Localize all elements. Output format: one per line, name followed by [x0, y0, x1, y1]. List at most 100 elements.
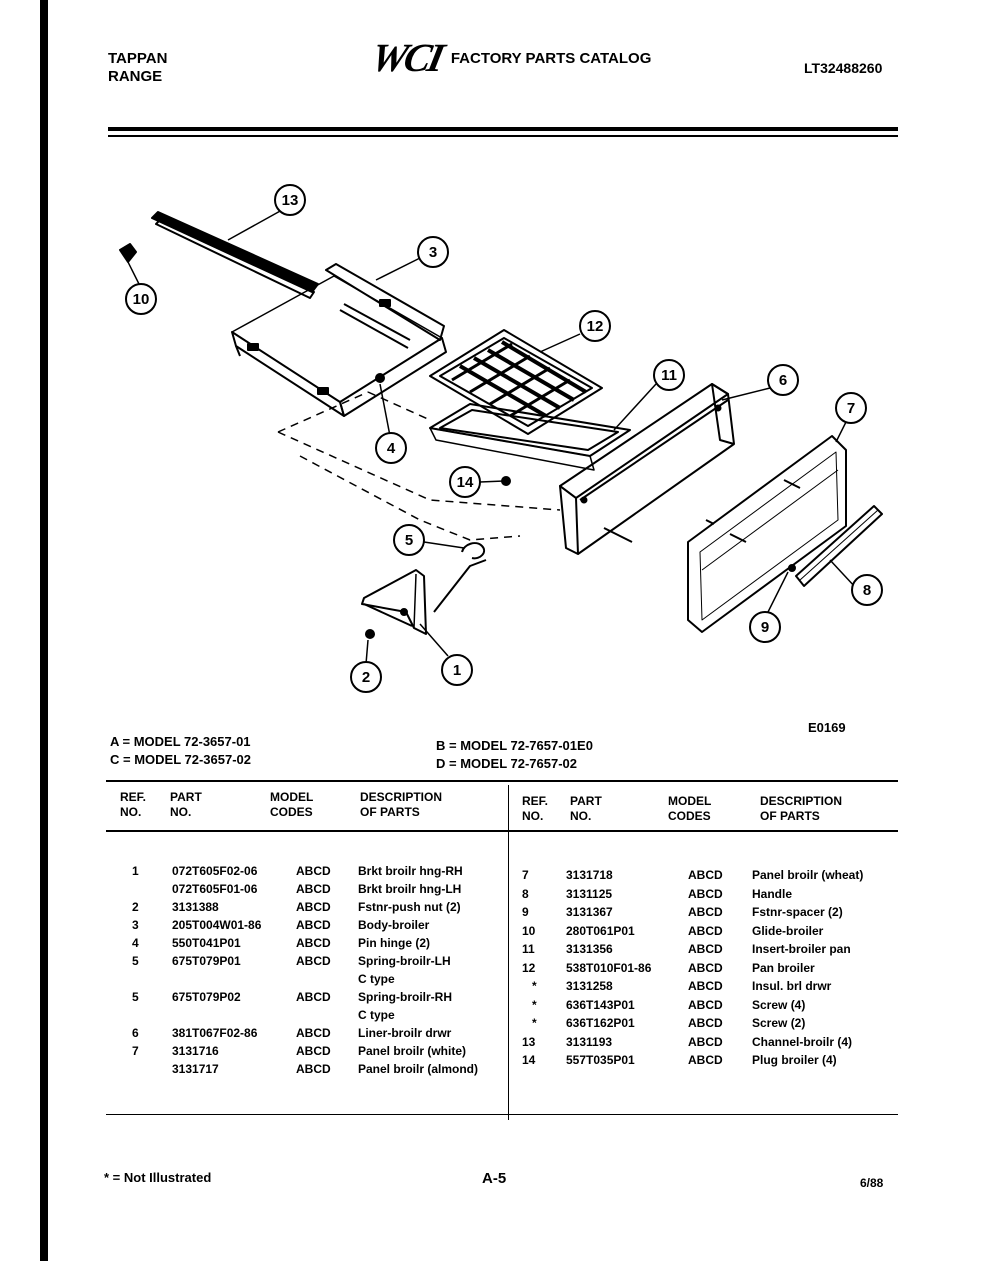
row-desc: C type	[358, 1008, 395, 1022]
callout-label-13: 13	[282, 192, 299, 209]
row-part: 675T079P01	[172, 954, 241, 968]
left-header-ref: REF. NO.	[120, 790, 146, 820]
row-codes: ABCD	[688, 905, 723, 919]
header-part-line1-right: PART	[570, 794, 602, 808]
callout-label-10: 10	[133, 291, 150, 308]
row-codes: ABCD	[296, 990, 331, 1004]
row-desc: Pin hinge (2)	[358, 936, 430, 950]
row-ref: *	[532, 979, 537, 993]
row-codes: ABCD	[688, 923, 723, 938]
row-codes: ABCD	[296, 1062, 331, 1076]
row-desc: Body-broiler	[358, 918, 430, 932]
callout-label-12: 12	[587, 318, 604, 335]
row-desc: Insert-broiler pan	[752, 942, 851, 956]
row-desc: Glide-broiler	[752, 923, 824, 938]
row-codes: ABCD	[688, 979, 723, 993]
row-ref: 14	[522, 1053, 536, 1067]
table-bottom-rule	[106, 1114, 898, 1115]
part-glide-broiler	[119, 243, 137, 263]
row-ref: 5	[132, 990, 139, 1004]
right-header-model: MODEL CODES	[668, 794, 711, 824]
row-desc: Fstnr-spacer (2)	[752, 905, 843, 919]
callout-leaders	[125, 209, 857, 665]
row-codes: ABCD	[296, 954, 331, 968]
row-codes: ABCD	[296, 864, 331, 878]
row-part: 3131258	[566, 979, 613, 993]
row-part: 072T605F01-06	[172, 882, 258, 896]
row-codes: ABCD	[688, 997, 723, 1012]
callout-label-2: 2	[362, 669, 370, 686]
catalog-title: FACTORY PARTS CATALOG	[450, 49, 652, 67]
callout-1	[441, 654, 473, 686]
row-desc: Fstnr-push nut (2)	[358, 900, 461, 914]
row-ref: 7	[132, 1044, 139, 1058]
right-header-ref: REF. NO.	[522, 794, 548, 824]
callout-4	[375, 432, 407, 464]
row-desc: C type	[358, 972, 395, 986]
row-codes: ABCD	[688, 942, 723, 956]
assembly-guides	[277, 391, 561, 541]
brand-line-1: TAPPAN	[108, 50, 168, 67]
callout-14	[449, 466, 481, 498]
callout-8	[851, 574, 883, 606]
row-part: 636T162P01	[566, 1016, 635, 1030]
model-c: C = MODEL 72-3657-02	[110, 752, 252, 767]
part-liner-broiler-drawer	[559, 383, 735, 555]
row-desc: Panel broilr (wheat)	[752, 868, 864, 882]
part-body-broiler	[231, 263, 447, 417]
model-a: A = MODEL 72-3657-01	[110, 734, 251, 749]
header-desc-line2-right: OF PARTS	[760, 809, 820, 823]
callout-6	[767, 364, 799, 396]
callout-5	[393, 524, 425, 556]
row-codes: ABCD	[296, 1044, 331, 1058]
callout-label-1: 1	[453, 662, 461, 679]
callout-10	[125, 283, 157, 315]
row-part: 550T041P01	[172, 936, 241, 950]
row-codes: ABCD	[296, 900, 331, 914]
row-ref: 12	[522, 960, 536, 975]
row-ref: 3	[132, 918, 139, 932]
part-channel-broiler	[151, 211, 319, 299]
table-row: C type	[106, 970, 506, 988]
header-ref-line2-right: NO.	[522, 809, 544, 823]
table-header-rule	[106, 830, 898, 832]
callout-7	[835, 392, 867, 424]
row-codes: ABCD	[296, 936, 331, 950]
row-part: 381T067F02-86	[172, 1026, 258, 1040]
row-ref: 10	[522, 923, 536, 938]
row-ref: *	[532, 997, 537, 1012]
part-panel-broiler	[687, 435, 847, 633]
revision-date: 6/88	[860, 1176, 884, 1190]
row-ref: 8	[522, 886, 529, 901]
row-desc: Liner-broilr drwr	[358, 1026, 452, 1040]
part-bracket-broiler-hinge	[361, 569, 427, 635]
row-codes: ABCD	[688, 1016, 723, 1030]
row-part: 3131367	[566, 905, 613, 919]
row-ref: 11	[522, 942, 535, 956]
header-ref-line1-right: REF.	[522, 794, 549, 808]
callout-label-14: 14	[457, 474, 474, 491]
wci-logo: WCI	[367, 35, 446, 80]
row-desc: Spring-broilr-RH	[358, 990, 452, 1004]
callout-label-7: 7	[847, 400, 855, 417]
row-part: 205T004W01-86	[172, 918, 262, 932]
left-header-model: MODEL CODES	[270, 790, 313, 820]
part-push-nut	[365, 629, 375, 639]
callout-label-9: 9	[761, 619, 769, 636]
row-codes: ABCD	[688, 1053, 723, 1067]
row-codes: ABCD	[688, 886, 723, 901]
row-ref: 7	[522, 868, 529, 882]
row-part: 3131125	[566, 886, 613, 901]
row-ref: 6	[132, 1026, 139, 1040]
row-desc: Screw (2)	[752, 1016, 806, 1030]
row-part: 3131193	[566, 1034, 613, 1049]
row-ref: 1	[132, 864, 139, 878]
